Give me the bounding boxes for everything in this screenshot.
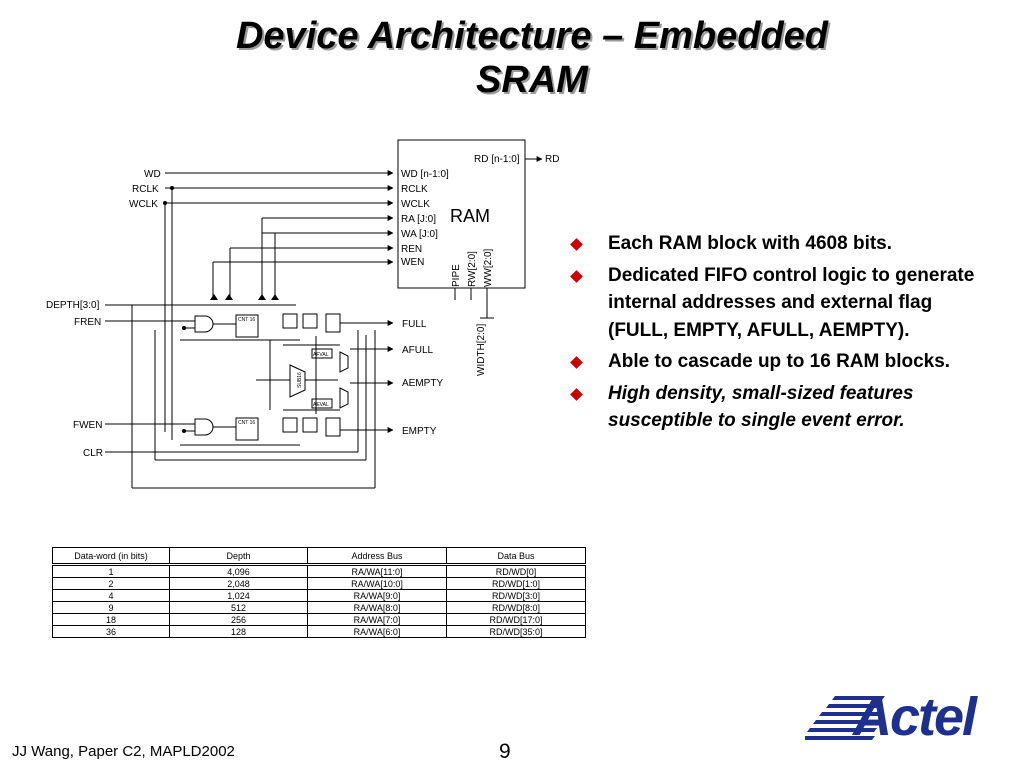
table-cell: 1 bbox=[52, 564, 170, 578]
port-rclk: RCLK bbox=[401, 184, 428, 195]
table-row: 9 512 RA/WA[8:0] RD/WD[8:0] bbox=[52, 601, 586, 614]
bullet-item: High density, small-sized features susce… bbox=[568, 380, 988, 435]
port-wen: WEN bbox=[401, 257, 424, 268]
bullet-list: Each RAM block with 4608 bits. Dedicated… bbox=[568, 230, 988, 439]
table-cell: 18 bbox=[52, 613, 170, 626]
label-wclk: WCLK bbox=[129, 199, 158, 210]
slide-title-line-2: SRAM bbox=[476, 59, 588, 101]
logo-wordmark: Actel bbox=[853, 687, 977, 747]
table-cell: RD/WD[3:0] bbox=[446, 589, 586, 602]
actel-logo: Actel bbox=[805, 687, 1005, 748]
bullet-item: Each RAM block with 4608 bits. bbox=[568, 230, 988, 258]
table-header: Depth bbox=[169, 547, 308, 566]
table-cell: RD/WD[1:0] bbox=[446, 577, 586, 590]
bullet-text: Each RAM block with 4608 bits. bbox=[608, 233, 893, 254]
ram-block bbox=[397, 139, 526, 289]
logo-stripes-icon bbox=[805, 696, 885, 740]
table-cell: RA/WA[7:0] bbox=[307, 613, 447, 626]
table-cell: RA/WA[8:0] bbox=[307, 601, 447, 614]
footer-citation: JJ Wang, Paper C2, MAPLD2002 bbox=[12, 743, 235, 760]
table-row: 36 128 RA/WA[6:0] RD/WD[35:0] bbox=[52, 625, 586, 638]
table-cell: 256 bbox=[169, 613, 308, 626]
label-wd: WD bbox=[144, 169, 161, 180]
table-row: 1 4,096 RA/WA[11:0] RD/WD[0] bbox=[52, 564, 586, 578]
port-wa: WA [J:0] bbox=[401, 229, 438, 240]
bullet-text: High density, small-sized features susce… bbox=[608, 382, 914, 432]
label-fren: FREN bbox=[74, 317, 101, 328]
port-ra: RA [J:0] bbox=[401, 214, 436, 225]
diamond-bullet-icon bbox=[570, 387, 583, 401]
diamond-bullet-icon bbox=[570, 269, 583, 283]
port-wclk: WCLK bbox=[401, 199, 430, 210]
table-header: Address Bus bbox=[307, 547, 447, 566]
label-cnt16-top: CNT 16 bbox=[238, 317, 255, 323]
label-width: WIDTH[2:0] bbox=[476, 324, 487, 376]
label-aempty: AEMPTY bbox=[402, 378, 443, 389]
ram-configuration-table: Data-word (in bits) Depth Address Bus Da… bbox=[52, 547, 586, 638]
table-cell: 2 bbox=[52, 577, 170, 590]
port-ren: REN bbox=[401, 244, 422, 255]
label-depth: DEPTH[3:0] bbox=[46, 300, 100, 311]
table-cell: RA/WA[10:0] bbox=[307, 577, 447, 590]
table-cell: 128 bbox=[169, 625, 308, 638]
port-rw: RW[2:0] bbox=[467, 251, 478, 287]
label-sub16: SUB16 bbox=[297, 372, 303, 388]
label-fwen: FWEN bbox=[73, 420, 102, 431]
table-cell: RA/WA[6:0] bbox=[307, 625, 447, 638]
table-header: Data-word (in bits) bbox=[52, 547, 170, 566]
label-rclk: RCLK bbox=[132, 184, 159, 195]
diamond-bullet-icon bbox=[570, 356, 583, 369]
bullet-item: Able to cascade up to 16 RAM blocks. bbox=[568, 348, 988, 376]
table-cell: 4 bbox=[52, 589, 170, 602]
label-afull: AFULL bbox=[402, 345, 434, 356]
bullet-text: Dedicated FIFO control logic to generate… bbox=[608, 264, 975, 341]
page-number: 9 bbox=[499, 740, 511, 763]
slide-title-line-1: Device Architecture – Embedded bbox=[235, 15, 829, 57]
table-cell: 2,048 bbox=[169, 577, 308, 590]
label-full: FULL bbox=[402, 319, 427, 330]
bullet-text: Able to cascade up to 16 RAM blocks. bbox=[608, 351, 951, 372]
label-cnt16-bottom: CNT 16 bbox=[238, 420, 255, 426]
table-cell: RD/WD[8:0] bbox=[446, 601, 586, 614]
port-wd: WD [n-1:0] bbox=[401, 169, 449, 180]
label-aeval: AEVAL bbox=[313, 402, 329, 408]
bullet-item: Dedicated FIFO control logic to generate… bbox=[568, 262, 988, 345]
table-row: 4 1,024 RA/WA[9:0] RD/WD[3:0] bbox=[52, 589, 586, 602]
table-row: 2 2,048 RA/WA[10:0] RD/WD[1:0] bbox=[52, 577, 586, 590]
diamond-bullet-icon bbox=[570, 238, 583, 251]
table-cell: 36 bbox=[52, 625, 170, 638]
table-cell: RA/WA[11:0] bbox=[307, 564, 447, 578]
table-header-row: Data-word (in bits) Depth Address Bus Da… bbox=[52, 547, 586, 566]
sram-block-diagram: WD RCLK WCLK DEPTH[3:0] FREN FWEN CLR FU… bbox=[46, 139, 559, 489]
table-header: Data Bus bbox=[446, 547, 586, 566]
table-cell: RD/WD[35:0] bbox=[446, 625, 586, 638]
label-clr: CLR bbox=[83, 448, 103, 459]
table-cell: RD/WD[17:0] bbox=[446, 613, 586, 626]
port-pipe: PIPE bbox=[451, 264, 462, 287]
port-ww: WW[2:0] bbox=[483, 248, 494, 287]
label-afval: AFVAL bbox=[313, 352, 329, 358]
slide-title: Device Architecture – Embedded SRAM bbox=[0, 14, 1024, 102]
table-row: 18 256 RA/WA[7:0] RD/WD[17:0] bbox=[52, 613, 586, 626]
table-cell: 512 bbox=[169, 601, 308, 614]
table-cell: 4,096 bbox=[169, 564, 308, 578]
table-cell: RA/WA[9:0] bbox=[307, 589, 447, 602]
port-rd: RD [n-1:0] bbox=[474, 154, 520, 165]
output-rd: RD bbox=[545, 154, 559, 165]
ram-label: RAM bbox=[450, 206, 490, 226]
table-cell: 1,024 bbox=[169, 589, 308, 602]
label-empty: EMPTY bbox=[402, 426, 437, 437]
table-cell: 9 bbox=[52, 601, 170, 614]
table-cell: RD/WD[0] bbox=[446, 564, 586, 578]
